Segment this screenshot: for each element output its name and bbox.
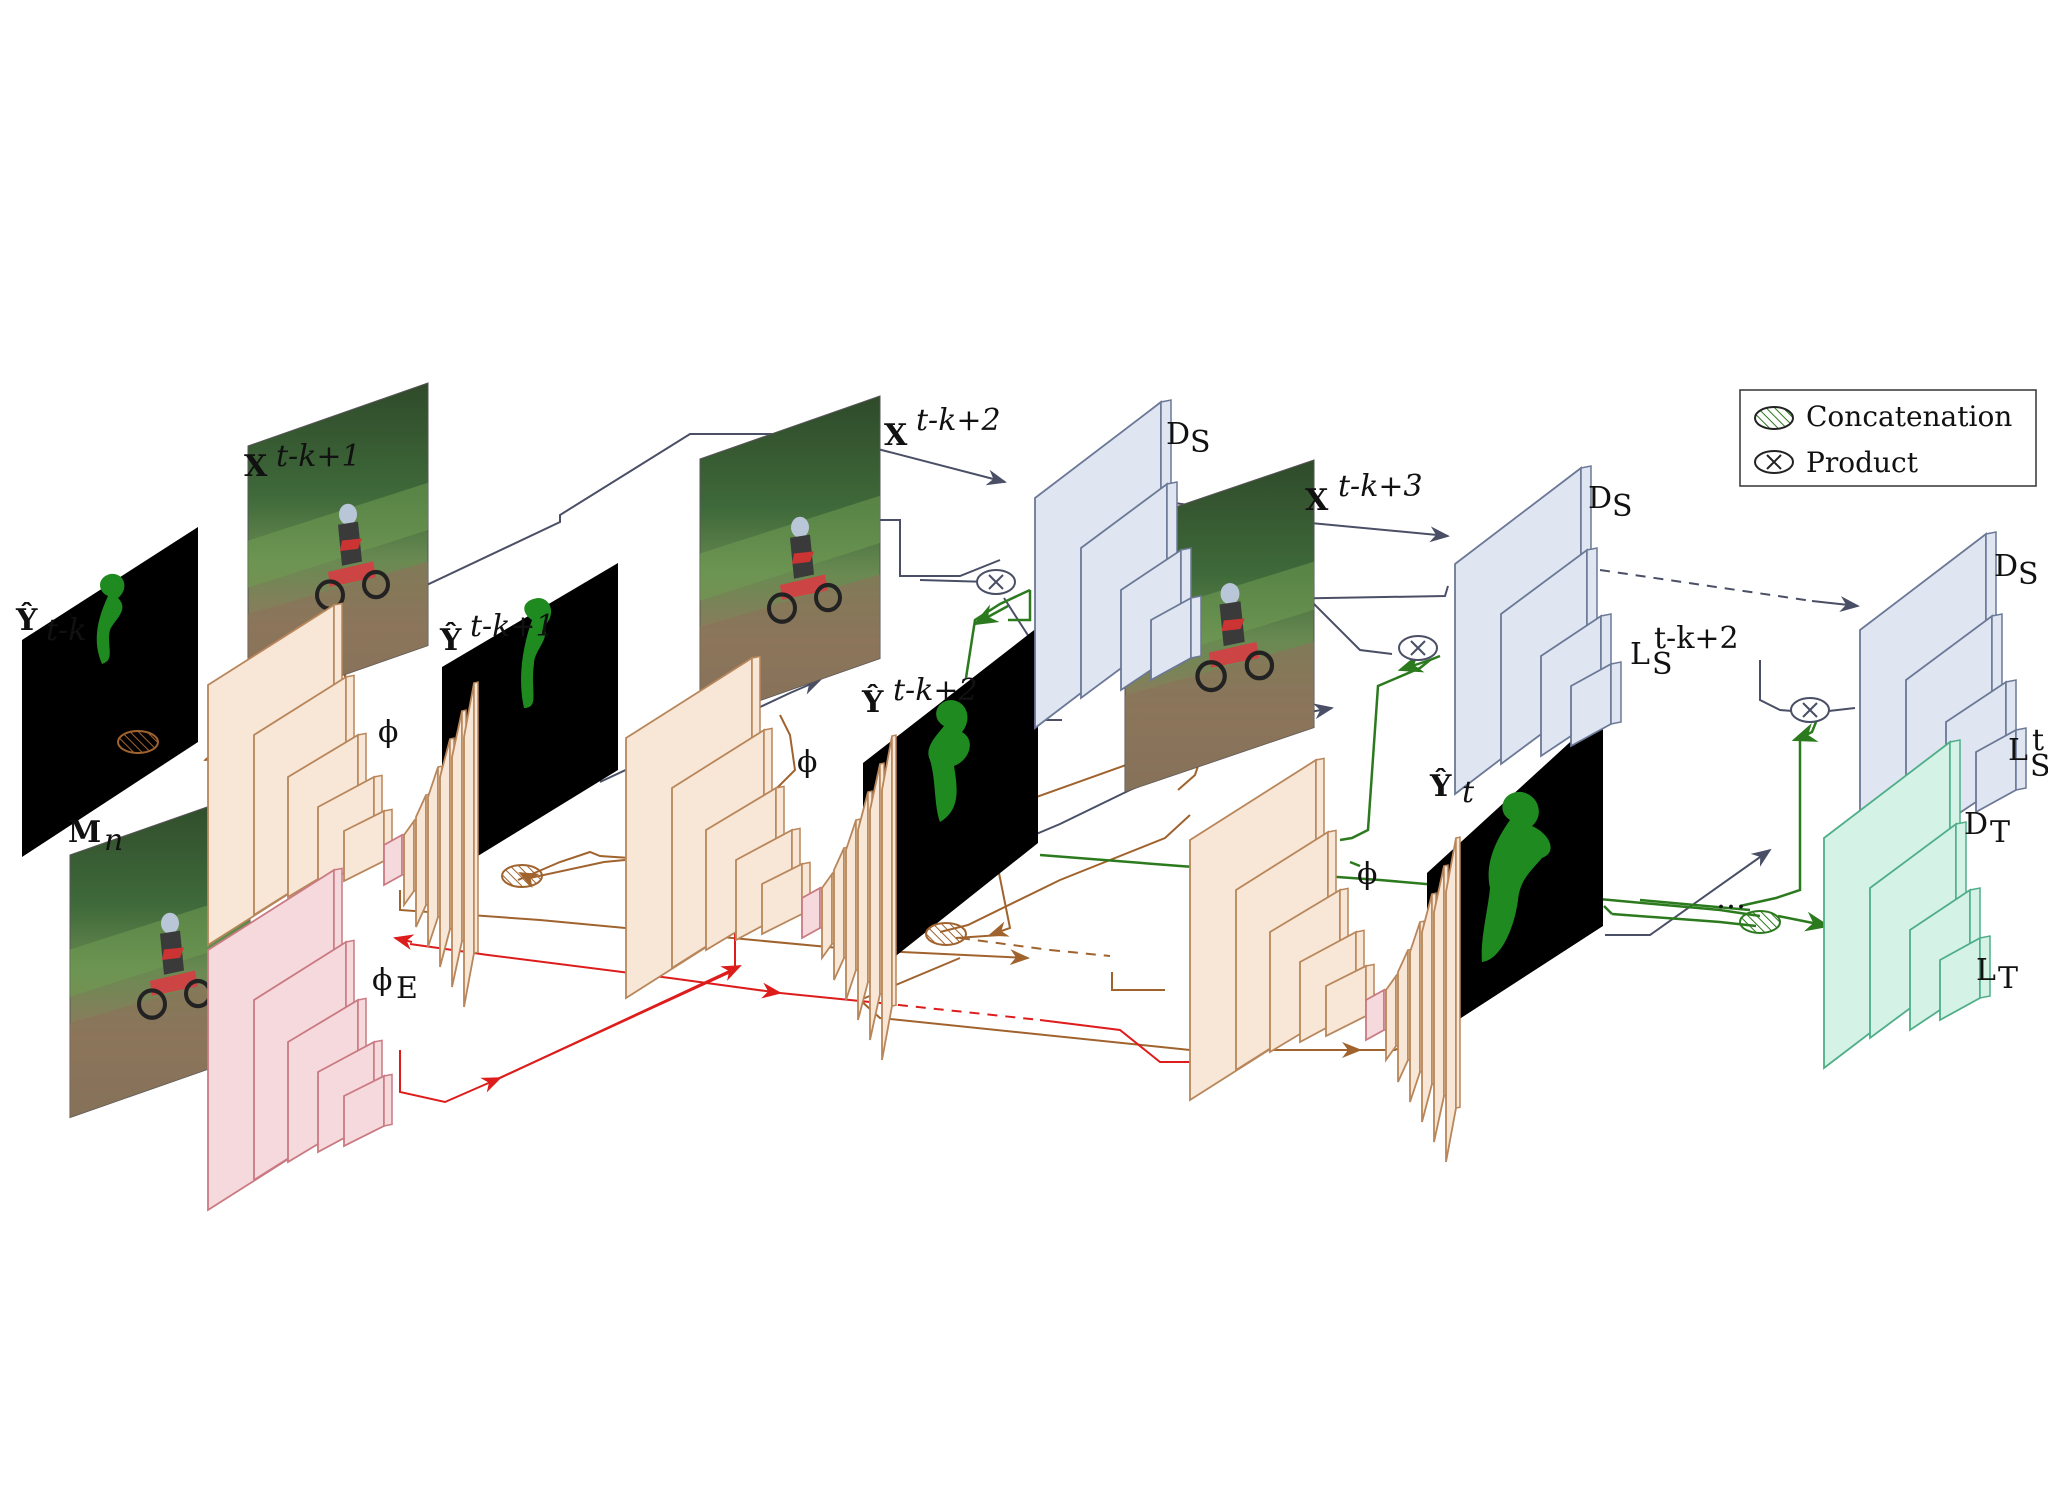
svg-text:t-k+2: t-k+2	[916, 403, 1001, 438]
svg-text:E: E	[396, 971, 418, 1006]
phi-2-decoder-6	[881, 734, 897, 1061]
label-phi-3: ϕ	[1357, 857, 1377, 892]
svg-text:S: S	[2030, 749, 2048, 784]
d-s-1-layer-4	[1150, 595, 1202, 682]
svg-text:D: D	[1588, 481, 1612, 516]
svg-text:S: S	[1652, 647, 1673, 682]
label-m-n: M n	[68, 815, 123, 858]
svg-text:t-k: t-k	[46, 613, 86, 648]
svg-text:X: X	[884, 418, 908, 453]
svg-text:L: L	[1630, 637, 1650, 672]
phi-1-decoder-6	[463, 681, 479, 1008]
label-y-hat-t-k: Ŷ t-k	[15, 602, 86, 648]
svg-text:S: S	[1190, 425, 1211, 460]
svg-text:X: X	[244, 449, 268, 484]
label-d-s-2: D S	[1588, 481, 1633, 524]
label-phi-2: ϕ	[797, 745, 817, 780]
label-x-t-k-plus-2: X t-k+2	[884, 403, 1001, 453]
svg-text:T: T	[1990, 815, 2010, 850]
svg-text:t: t	[2032, 723, 2044, 758]
concat-symbol	[1739, 910, 1781, 934]
legend: Concatenation Product	[1739, 389, 2037, 487]
svg-text:ϕ: ϕ	[1357, 857, 1377, 892]
svg-text:D: D	[1166, 417, 1190, 452]
phi-3-decoder-6	[1445, 836, 1461, 1163]
svg-text:ϕ: ϕ	[372, 963, 392, 998]
svg-text:t-k+3: t-k+3	[1338, 469, 1423, 504]
phi-3-decoder-5	[1433, 864, 1449, 1143]
svg-text:L: L	[2008, 733, 2028, 768]
d-s-2-layer-4	[1570, 661, 1622, 748]
product-symbol	[1790, 697, 1830, 723]
discriminator-blocks	[1034, 399, 2027, 1070]
product-symbol	[1398, 635, 1438, 661]
label-l-s-t: L S t	[2008, 723, 2048, 784]
mask-frame-t-k	[22, 527, 198, 857]
mask-frame-t-k-plus-1	[442, 563, 618, 878]
mask-silhouette	[1481, 791, 1551, 962]
mask-silhouette	[928, 700, 970, 822]
svg-text:t-k+1: t-k+1	[276, 439, 361, 474]
d-s-3-layer-4	[1975, 727, 2027, 814]
svg-text:…: …	[1716, 881, 1746, 916]
svg-text:D: D	[1964, 807, 1988, 842]
svg-text:t-k+1: t-k+1	[470, 609, 555, 644]
mask-silhouette	[96, 573, 125, 664]
legend-product-icon	[1754, 450, 1794, 474]
svg-text:t-k+2: t-k+2	[893, 673, 978, 708]
svg-text:T: T	[1998, 961, 2018, 996]
label-d-s-1: D S	[1166, 417, 1211, 460]
legend-concatenation-icon	[1754, 406, 1794, 430]
svg-text:Ŷ: Ŷ	[861, 684, 884, 720]
label-x-t-k-plus-3: X t-k+3	[1305, 469, 1423, 518]
legend-concatenation-label: Concatenation	[1806, 400, 2012, 433]
svg-text:ϕ: ϕ	[378, 715, 398, 750]
svg-text:D: D	[1994, 549, 2018, 584]
svg-text:Ŷ: Ŷ	[15, 602, 38, 638]
mask-frame-t	[1427, 712, 1603, 1040]
concat-symbol	[117, 730, 159, 754]
label-l-t: L T	[1976, 953, 2018, 996]
legend-product-label: Product	[1806, 446, 1919, 479]
photo-frame-t-k-plus-2	[700, 396, 880, 722]
concat-symbol	[501, 864, 543, 888]
d-t-layer-4	[1939, 935, 1991, 1022]
label-x-t-k-plus-1: X t-k+1	[244, 439, 361, 484]
svg-text:S: S	[1612, 489, 1633, 524]
label-y-hat-t-k-plus-2: Ŷ t-k+2	[861, 673, 978, 720]
label-ellipsis: …	[1716, 881, 1746, 916]
phi-e-layer-5	[343, 1073, 393, 1148]
label-y-hat-t-k-plus-1: Ŷ t-k+1	[439, 609, 555, 658]
legend-box	[1739, 389, 2037, 487]
encoder-decoder-blocks	[207, 602, 1461, 1212]
svg-text:Ŷ: Ŷ	[439, 622, 462, 658]
product-symbol	[976, 569, 1016, 595]
label-l-s-t-k-plus-2: L S t-k+2	[1630, 621, 1739, 682]
svg-text:M: M	[68, 815, 101, 850]
label-d-s-3: D S	[1994, 549, 2039, 592]
svg-text:Ŷ: Ŷ	[1429, 768, 1452, 804]
phi-1-decoder-4	[439, 737, 455, 968]
mask-frame-t-k-plus-2	[863, 627, 1038, 982]
label-phi-e: ϕ E	[372, 963, 418, 1006]
svg-text:t-k+2: t-k+2	[1654, 621, 1739, 656]
label-d-t: D T	[1964, 807, 2010, 850]
svg-text:n: n	[104, 823, 123, 858]
svg-text:t: t	[1462, 775, 1475, 810]
svg-text:ϕ: ϕ	[797, 745, 817, 780]
concat-symbol	[925, 922, 967, 946]
svg-text:X: X	[1305, 483, 1329, 518]
svg-text:S: S	[2018, 557, 2039, 592]
label-y-hat-t: Ŷ t	[1429, 768, 1475, 810]
svg-text:L: L	[1976, 953, 1996, 988]
label-phi-1: ϕ	[378, 715, 398, 750]
mask-silhouette	[521, 598, 552, 708]
